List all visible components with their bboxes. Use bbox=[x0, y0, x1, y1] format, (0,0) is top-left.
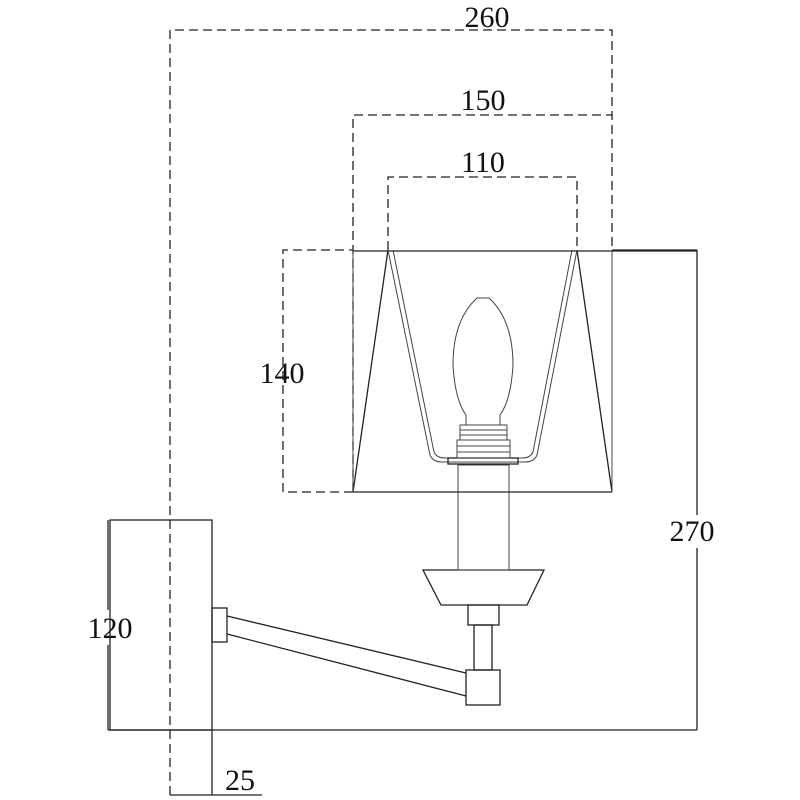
dimension-25: 25 bbox=[170, 730, 262, 797]
dimension-150: 150 bbox=[352, 84, 612, 492]
dimension-140: 140 bbox=[260, 249, 353, 493]
bulb-socket bbox=[447, 424, 519, 465]
bulb-icon bbox=[452, 297, 514, 426]
dim-110-label: 110 bbox=[461, 146, 505, 179]
dimension-110: 110 bbox=[387, 146, 578, 250]
dim-140-label: 140 bbox=[260, 357, 305, 390]
dim-260-label: 260 bbox=[465, 1, 510, 34]
dim-150-label: 150 bbox=[461, 84, 506, 117]
arm bbox=[226, 604, 501, 706]
shade bbox=[352, 249, 697, 493]
backplate bbox=[109, 519, 228, 731]
dim-270-label: 270 bbox=[670, 515, 715, 548]
dim-25-label: 25 bbox=[225, 764, 255, 797]
dimension-270: 270 bbox=[108, 249, 715, 731]
cup bbox=[421, 569, 546, 606]
candle-stem bbox=[457, 464, 510, 571]
dimension-260: 260 bbox=[169, 1, 613, 795]
